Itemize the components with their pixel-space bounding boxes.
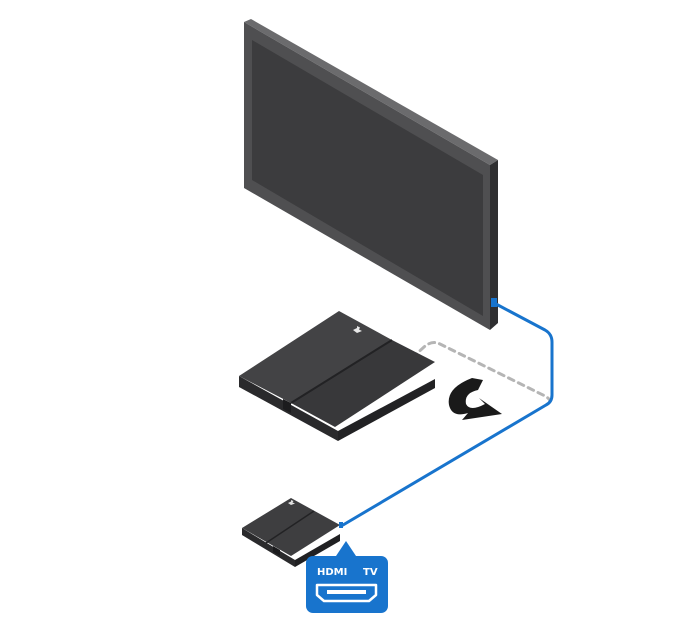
console-groove [290, 339, 393, 404]
console-top-left [239, 311, 392, 403]
curved-arrow-icon [448, 378, 502, 420]
console-right-side [338, 379, 435, 441]
tv-hdmi-port [491, 298, 497, 307]
ps4-console-icon [239, 311, 435, 441]
ps4-pro-console-icon [242, 498, 343, 567]
playstation-logo-icon [353, 326, 362, 333]
pro-console-hdmi-port [339, 522, 343, 528]
callout-device-label: TV [363, 567, 378, 578]
hdmi-port-inner [327, 590, 366, 594]
pro-console-right-side [295, 534, 340, 567]
tv-side-edge [490, 160, 498, 330]
previous-cable-path [410, 341, 552, 405]
pro-console-groove [265, 510, 315, 544]
tv-top-edge [244, 19, 498, 165]
playstation-logo-icon [288, 500, 295, 505]
pro-console-front-slot [273, 546, 280, 556]
console-top-right [291, 340, 435, 427]
television-icon [244, 19, 498, 330]
hdmi-port-icon [315, 583, 378, 603]
tv-screen [252, 40, 483, 316]
callout-port-label: HDMI [317, 567, 347, 578]
console-front-inset [283, 399, 291, 413]
callout-pointer [336, 541, 356, 556]
hdmi-tv-callout: HDMI TV [306, 541, 388, 613]
pro-console-left-side [242, 528, 295, 567]
active-hdmi-cable [341, 302, 554, 527]
